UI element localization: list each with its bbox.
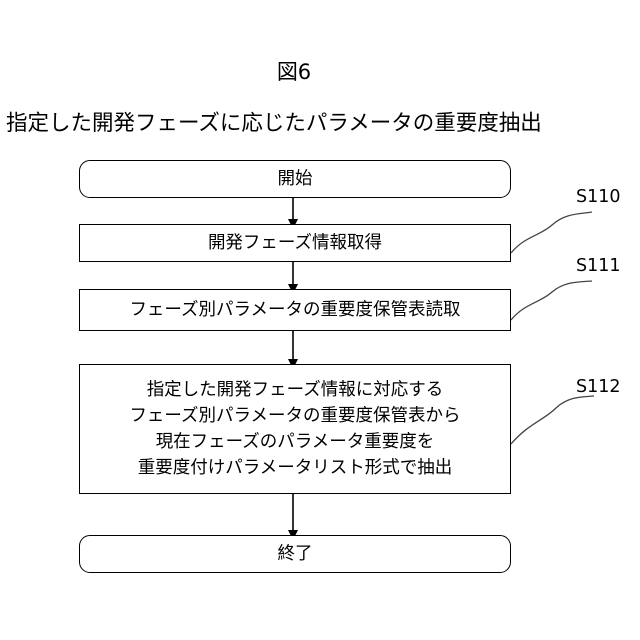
start-terminal: 開始 [79,160,511,198]
s111-leader [511,281,592,320]
s112-line-3: 現在フェーズのパラメータ重要度を [156,429,435,455]
s110-text: 開発フェーズ情報取得 [208,230,382,256]
s112-line-1: 指定した開発フェーズ情報に対応する [147,377,444,403]
s111-text: フェーズ別パラメータの重要度保管表読取 [129,297,460,323]
step-id-s110: S110 [576,187,621,207]
s112-leader [511,396,594,444]
process-box-s111: フェーズ別パラメータの重要度保管表読取 [79,289,511,331]
process-box-s110: 開発フェーズ情報取得 [79,224,511,262]
s112-line-2: フェーズ別パラメータの重要度保管表から [129,403,460,429]
s112-line-4: 重要度付けパラメータリスト形式で抽出 [138,455,452,481]
step-id-s111: S111 [576,256,621,276]
process-box-s112: 指定した開発フェーズ情報に対応する フェーズ別パラメータの重要度保管表から 現在… [79,364,511,494]
end-label: 終了 [278,541,313,567]
start-label: 開始 [278,166,313,192]
step-id-s112: S112 [576,377,621,397]
s110-leader [511,212,592,253]
end-terminal: 終了 [79,535,511,573]
